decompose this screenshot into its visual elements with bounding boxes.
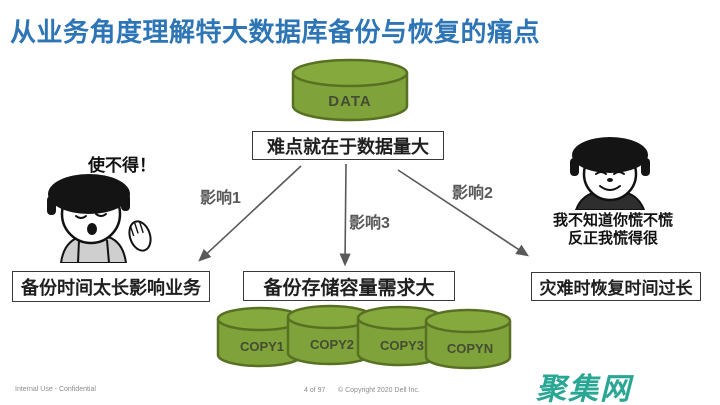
left-meme-caption: 使不得！ (88, 156, 156, 175)
data-cylinder-label: DATA (328, 93, 371, 110)
watermark-logo: 聚集网 (536, 373, 632, 405)
right-meme-caption-line2: 反正我慌得很 (567, 230, 658, 247)
arrow-label-impact2: 影响2 (452, 185, 493, 202)
left-meme-image (47, 174, 152, 263)
right-meme-image (570, 137, 650, 210)
copy3-label: COPY3 (380, 338, 424, 353)
left-meme-hair (48, 174, 130, 214)
left-meme-hand (128, 220, 152, 252)
copy1-label: COPY1 (240, 339, 284, 354)
arrow-impact-1 (198, 165, 302, 262)
arrow-label-impact1: 影响1 (200, 190, 241, 207)
data-cylinder: DATA (291, 58, 409, 122)
impact-box-storage-capacity: 备份存储容量需求大 (243, 271, 455, 301)
copy-cylinder-3: COPY3 (356, 305, 444, 367)
copy-cylinder-1: COPY1 (216, 306, 304, 368)
footer-classification: Internal Use - Confidential (15, 386, 96, 393)
page-title: 从业务角度理解特大数据库备份与恢复的痛点 (10, 17, 541, 47)
arrow-label-impact3: 影响3 (349, 215, 390, 232)
copyn-label: COPYN (447, 341, 493, 356)
copy-cylinders: COPY1 COPY2 COPY3 COPYN (216, 304, 512, 370)
difficulty-box: 难点就在于数据量大 (252, 131, 444, 160)
copy-cylinder-2: COPY2 (286, 304, 374, 366)
right-meme-caption-line1: 我不知道你慌不慌 (552, 212, 673, 229)
footer-copyright: © Copyright 2020 Dell Inc. (338, 387, 420, 394)
copy2-label: COPY2 (310, 337, 354, 352)
footer-page-number: 4 of 97 (304, 387, 326, 394)
arrow-impact-3 (339, 163, 351, 267)
copy-cylinder-n: COPYN (424, 308, 512, 370)
impact-box-recovery-time: 灾难时恢复时间过长 (531, 272, 701, 301)
right-meme-hair (572, 137, 648, 173)
impact-box-backup-time: 备份时间太长影响业务 (12, 271, 210, 302)
